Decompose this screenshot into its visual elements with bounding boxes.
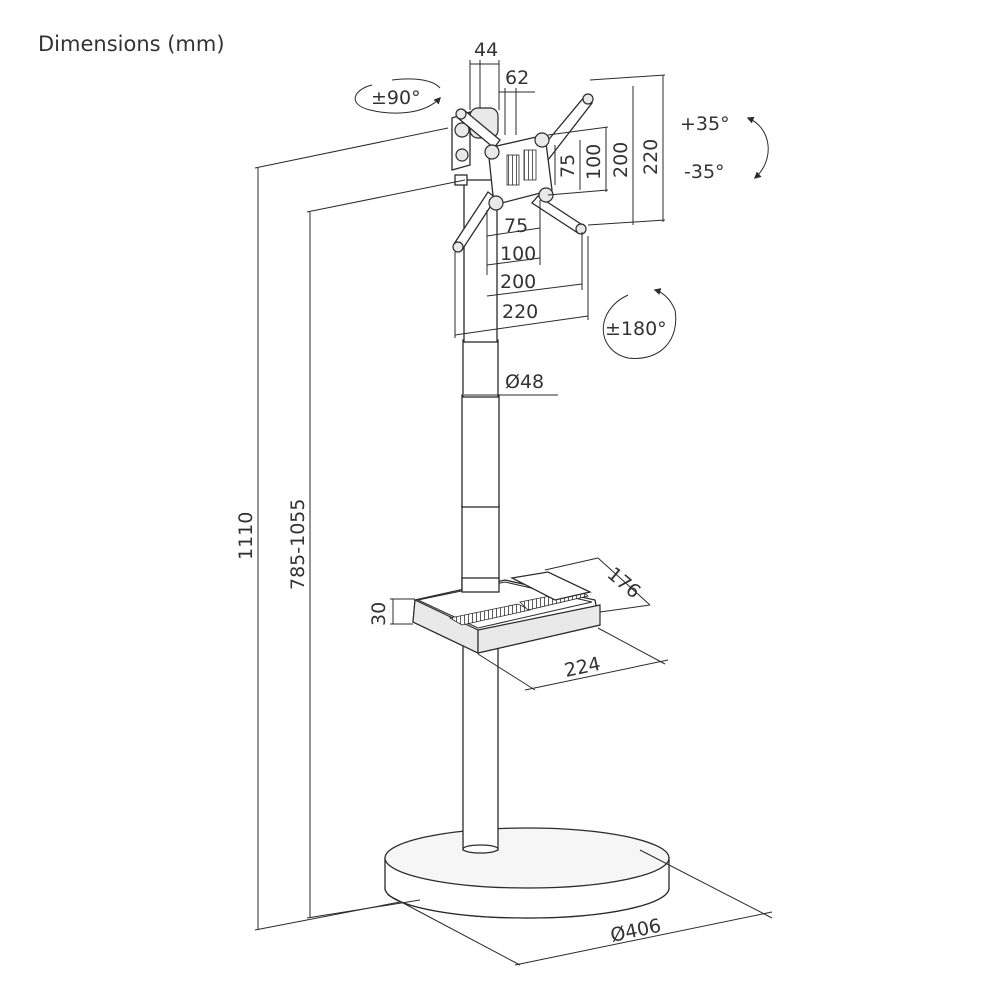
label-vesa-h-200: 200	[500, 271, 536, 293]
swivel-arrow	[354, 78, 441, 114]
label-tilt-down: -35°	[684, 161, 725, 183]
shelf	[412, 571, 601, 654]
label-pole-top-width: 44	[474, 39, 498, 61]
label-base-diameter: Ø406	[608, 915, 663, 947]
label-vesa-v-75: 75	[557, 154, 579, 178]
vesa-bracket	[451, 93, 594, 253]
base-plate	[384, 827, 670, 919]
label-shelf-height: 30	[368, 602, 390, 626]
dimension-lines	[254, 60, 773, 966]
label-swivel: ±90°	[371, 87, 421, 109]
tilt-arrow	[746, 116, 769, 179]
label-shelf-depth: 176	[603, 563, 645, 603]
pole	[461, 60, 500, 854]
label-rotation: ±180°	[605, 318, 667, 340]
label-height-range: 785-1055	[287, 499, 309, 590]
label-vesa-v-100: 100	[583, 144, 605, 180]
label-vesa-h-75: 75	[504, 215, 528, 237]
label-total-height: 1110	[235, 512, 257, 560]
label-pole-diameter: Ø48	[505, 371, 544, 393]
rotation-arrow	[602, 288, 677, 359]
label-vesa-v-220: 220	[640, 139, 662, 175]
label-vesa-h-220: 220	[502, 301, 538, 323]
label-vesa-v-200: 200	[610, 142, 632, 178]
label-tilt-up: +35°	[680, 113, 730, 135]
diagram-title: Dimensions (mm)	[38, 32, 225, 56]
label-bracket-depth: 62	[505, 67, 529, 89]
label-shelf-width: 224	[562, 653, 602, 682]
label-vesa-h-100: 100	[500, 243, 536, 265]
